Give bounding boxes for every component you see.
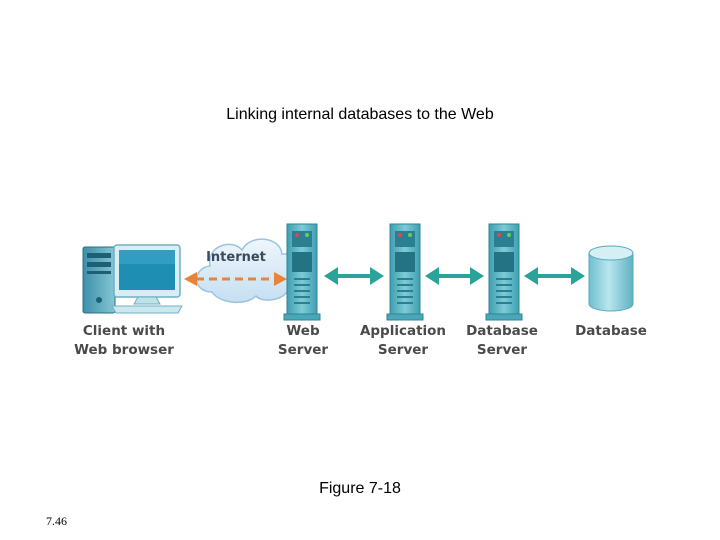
client-computer-icon [82, 244, 183, 314]
internet-cloud-icon [196, 238, 299, 304]
client-label-line2: Web browser [74, 342, 174, 358]
application-to-database-server-arrow [425, 267, 484, 285]
database-server-to-database-arrow [524, 267, 585, 285]
client-label-line1: Client with [83, 323, 165, 339]
web-server-label-line2: Server [278, 342, 328, 358]
internet-label: Internet [206, 250, 266, 265]
application-server-icon [386, 223, 424, 321]
database-cylinder-icon [588, 245, 634, 312]
web-server-icon [283, 223, 321, 321]
database-server-label-line1: Database [466, 323, 538, 339]
database-label: Database [575, 323, 647, 339]
web-server-label-line1: Web [286, 323, 320, 339]
figure-caption: Figure 7-18 [319, 480, 401, 497]
application-server-label-line2: Server [378, 342, 428, 358]
database-server-label-line2: Server [477, 342, 527, 358]
slide-number: 7.46 [46, 514, 67, 528]
internet-connection-arrow [184, 272, 287, 286]
web-to-application-arrow [324, 267, 384, 285]
application-server-label-line1: Application [360, 323, 446, 339]
database-server-icon [485, 223, 523, 321]
diagram-title: Linking internal databases to the Web [226, 106, 494, 123]
